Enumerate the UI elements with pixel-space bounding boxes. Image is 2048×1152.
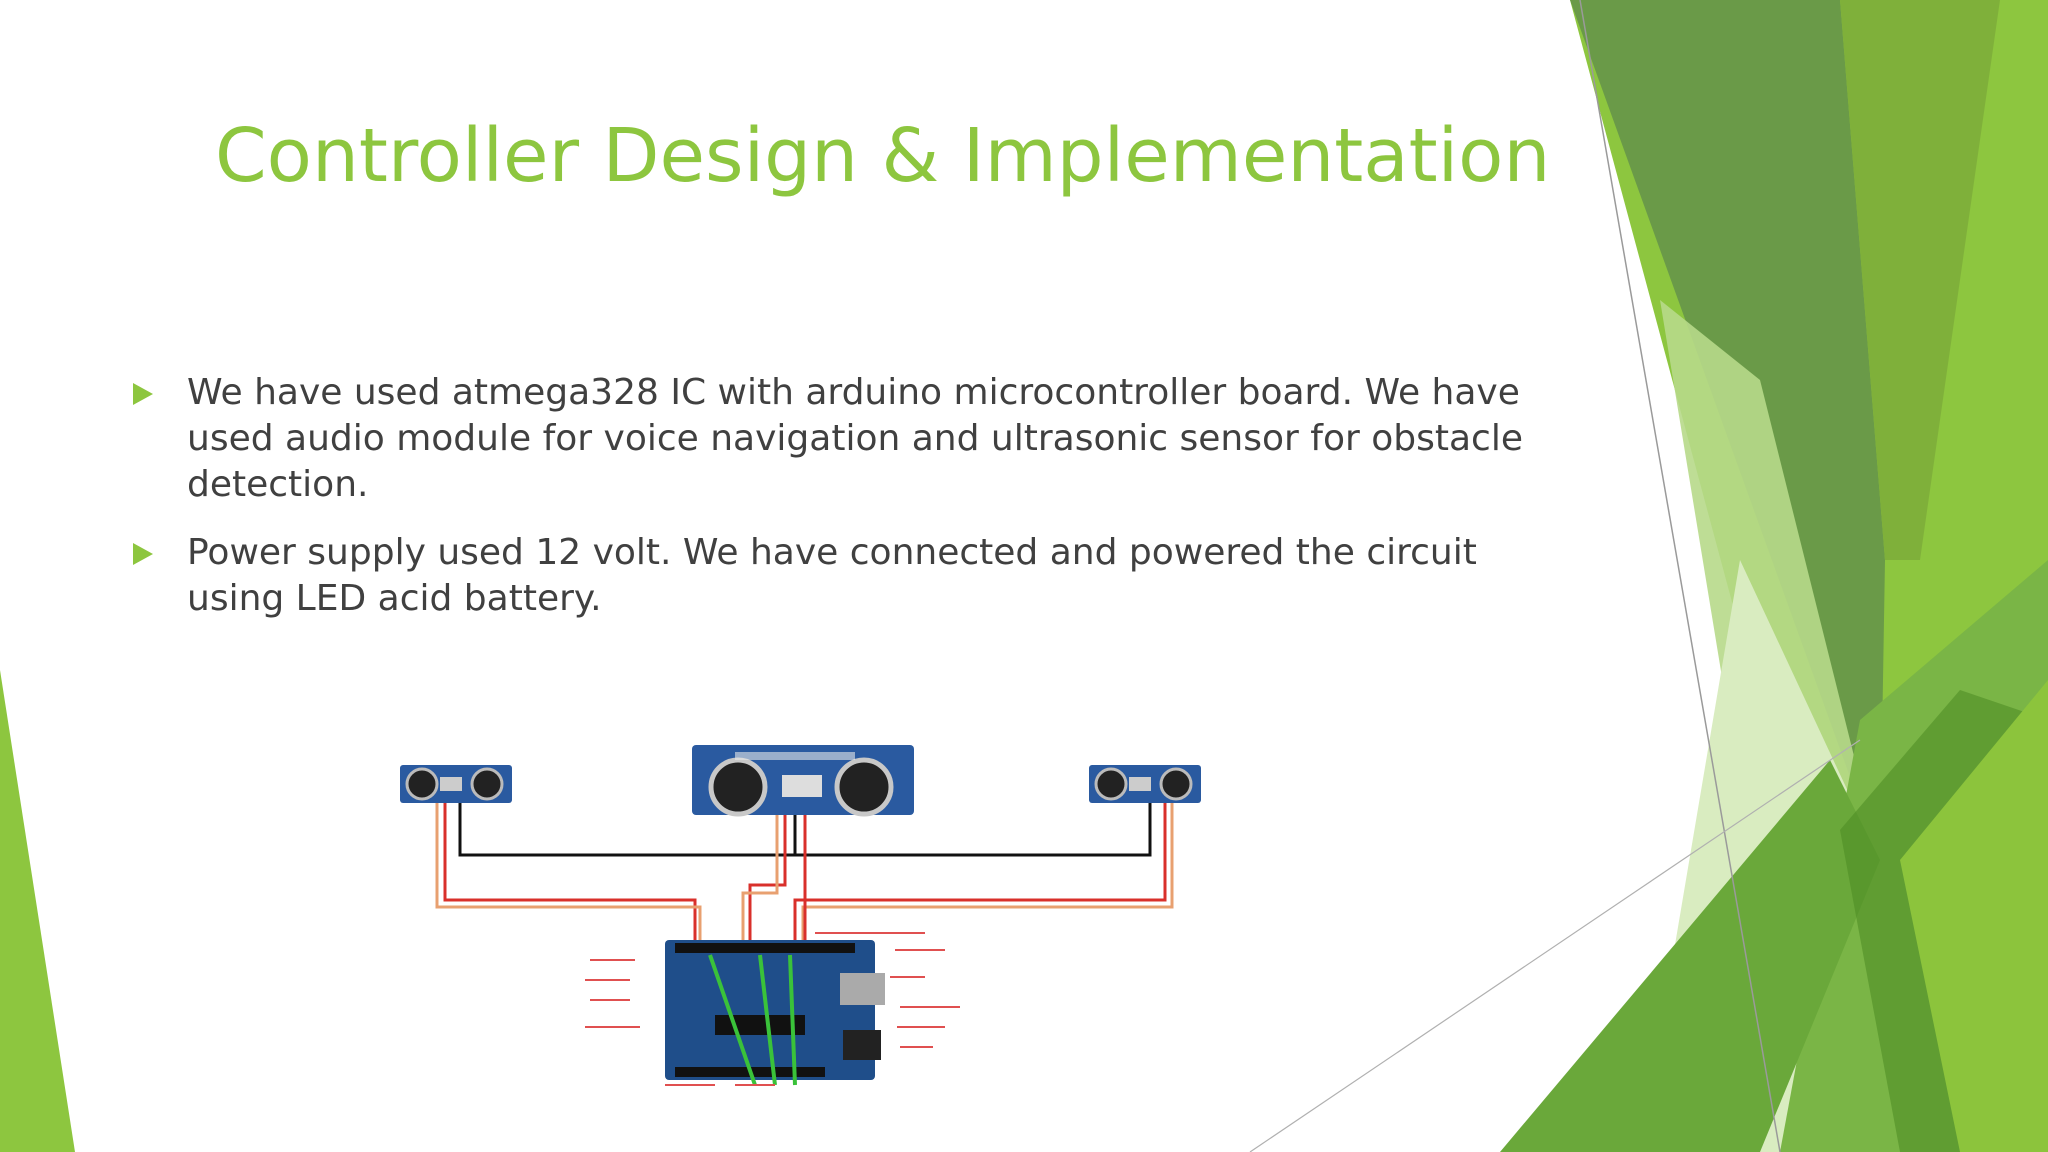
wires (435, 803, 1174, 945)
circuit-diagram-image (400, 745, 1201, 1086)
triangle-bullet-icon (133, 543, 153, 565)
slide-title: Controller Design & Implementation (215, 113, 1551, 199)
bullet-item: We have used atmega328 IC with arduino m… (130, 370, 1550, 508)
bullet-list: We have used atmega328 IC with arduino m… (130, 370, 1550, 644)
ultrasonic-sensor-right (1089, 765, 1201, 803)
annotation-marks (585, 932, 960, 1086)
arduino-board (665, 940, 885, 1086)
deco-facet (1500, 760, 1880, 1152)
deco-facet (1900, 680, 2048, 1152)
bullet-text: Power supply used 12 volt. We have conne… (187, 532, 1477, 619)
deco-line (1249, 739, 1861, 1152)
ultrasonic-sensor-left (400, 765, 512, 803)
triangle-bullet-icon (133, 383, 153, 405)
ultrasonic-sensor-center (692, 745, 914, 817)
deco-line (1579, 0, 1781, 1152)
bullet-item: Power supply used 12 volt. We have conne… (130, 530, 1550, 622)
deco-facet (1840, 0, 2000, 560)
deco-facet (0, 670, 75, 1152)
bullet-text: We have used atmega328 IC with arduino m… (187, 372, 1523, 505)
